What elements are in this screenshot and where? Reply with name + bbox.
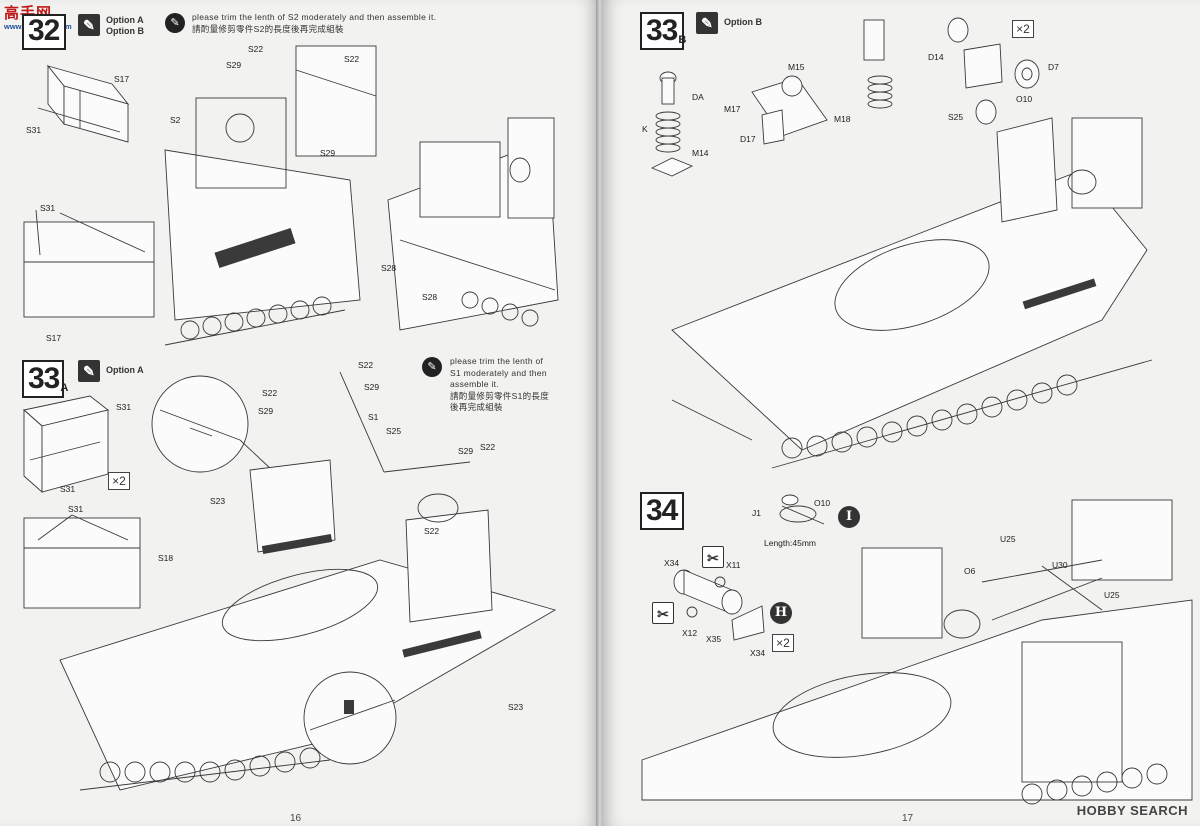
option-pencil-icon: ✎	[78, 14, 100, 36]
quantity-badge: ×2	[772, 634, 794, 652]
callout-letter-icon: I	[838, 506, 860, 528]
part-label: S25	[948, 112, 964, 122]
step-number: 34	[646, 494, 678, 527]
step-32-note: please trim the lenth of S2 moderately a…	[192, 12, 436, 35]
step-number: 33	[28, 362, 60, 395]
part-label: S18	[158, 553, 174, 563]
option-pencil-icon: ✎	[78, 360, 100, 382]
note-exclamation-icon: ✎	[165, 13, 185, 33]
cut-tool-icon: ✂	[652, 602, 674, 624]
length-note: Length:45mm	[764, 538, 816, 548]
part-label: X34	[750, 648, 766, 658]
option-b-label: Option B	[724, 17, 762, 27]
part-label: J1	[752, 508, 761, 518]
part-label: X11	[726, 560, 741, 570]
step-33a-note: please trim the lenth of S1 moderately a…	[450, 356, 549, 414]
part-label: M14	[692, 148, 709, 158]
step-suffix: A	[60, 382, 68, 394]
option-a-label: Option A	[106, 365, 144, 375]
cut-tool-icon: ✂	[702, 546, 724, 568]
note-cn: 請酌量修剪零件S2的長度後再完成組裝	[192, 23, 344, 34]
part-label: X35	[706, 634, 722, 644]
part-label: S29	[226, 60, 242, 70]
step-33b-drawing	[650, 17, 1153, 469]
left-page: 高手网 www.gaoshan.com 32 ✎ Option A Option…	[0, 0, 598, 826]
note-en: please trim the lenth of S2 moderately a…	[192, 12, 437, 22]
part-label: S29	[458, 446, 474, 456]
part-label: DA	[692, 92, 704, 102]
part-label: S2	[170, 115, 181, 125]
part-label: D7	[1048, 62, 1059, 72]
part-label: U25	[1000, 534, 1016, 544]
part-label: S22	[248, 44, 264, 54]
part-label: K	[642, 124, 648, 134]
part-label: U25	[1104, 590, 1120, 600]
step-suffix: B	[678, 34, 686, 46]
step-32-options: Option A Option B	[106, 15, 144, 37]
step-34-box: 34	[640, 492, 684, 530]
part-label: S29	[364, 382, 380, 392]
step-34-drawing	[641, 494, 1193, 805]
part-label: D14	[928, 52, 944, 62]
note-cn-line: 後再完成組裝	[450, 402, 503, 412]
note-en-line: S1 moderately and then	[450, 367, 547, 378]
quantity-badge: ×2	[1012, 20, 1034, 38]
part-label: S22	[262, 388, 278, 398]
book-gutter	[596, 0, 604, 826]
part-label: X34	[664, 558, 680, 568]
part-label: M15	[788, 62, 805, 72]
part-label: S28	[422, 292, 438, 302]
option-b-label: Option B	[106, 26, 144, 36]
part-label: S22	[344, 54, 360, 64]
part-label: S28	[381, 263, 397, 273]
part-label: S1	[368, 412, 379, 422]
watermark-hobby-search: HOBBY SEARCH	[1076, 803, 1188, 818]
part-label: S31	[26, 125, 42, 135]
part-label: S31	[116, 402, 132, 412]
part-label: S22	[480, 442, 496, 452]
step-33a-drawing	[23, 371, 557, 791]
part-label: M18	[834, 114, 851, 124]
step-32-box: 32	[22, 14, 66, 50]
option-a-label: Option A	[106, 15, 144, 25]
page-number: 16	[290, 813, 302, 824]
step-number: 32	[28, 14, 60, 47]
part-label: S29	[258, 406, 274, 416]
part-label: S23	[210, 496, 226, 506]
quantity-badge: ×2	[108, 472, 130, 490]
part-label: O10	[814, 498, 831, 508]
note-en-line: please trim the lenth of	[450, 356, 544, 366]
step-number: 33	[646, 14, 678, 47]
note-cn-line: 請酌量修剪零件S1的長度	[450, 390, 549, 401]
note-exclamation-icon: ✎	[422, 357, 442, 377]
page-number: 17	[902, 813, 914, 824]
part-label: S29	[320, 148, 336, 158]
note-en-line: assemble it.	[450, 379, 499, 389]
part-label: S22	[424, 526, 440, 536]
part-label: O6	[964, 566, 976, 576]
part-label: S17	[46, 333, 62, 343]
callout-letter-icon: H	[770, 602, 792, 624]
part-label: M17	[724, 104, 741, 114]
step-32-drawing	[23, 45, 559, 346]
part-label: S23	[508, 702, 524, 712]
part-label: S31	[60, 484, 76, 494]
part-label: S22	[358, 360, 374, 370]
part-label: U30	[1052, 560, 1068, 570]
part-label: S31	[40, 203, 56, 213]
part-label: S25	[386, 426, 402, 436]
option-pencil-icon: ✎	[696, 12, 718, 34]
part-label: X12	[682, 628, 698, 638]
part-label: D17	[740, 134, 756, 144]
part-label: O10	[1016, 94, 1033, 104]
part-label: S31	[68, 504, 84, 514]
part-label: S17	[114, 74, 130, 84]
